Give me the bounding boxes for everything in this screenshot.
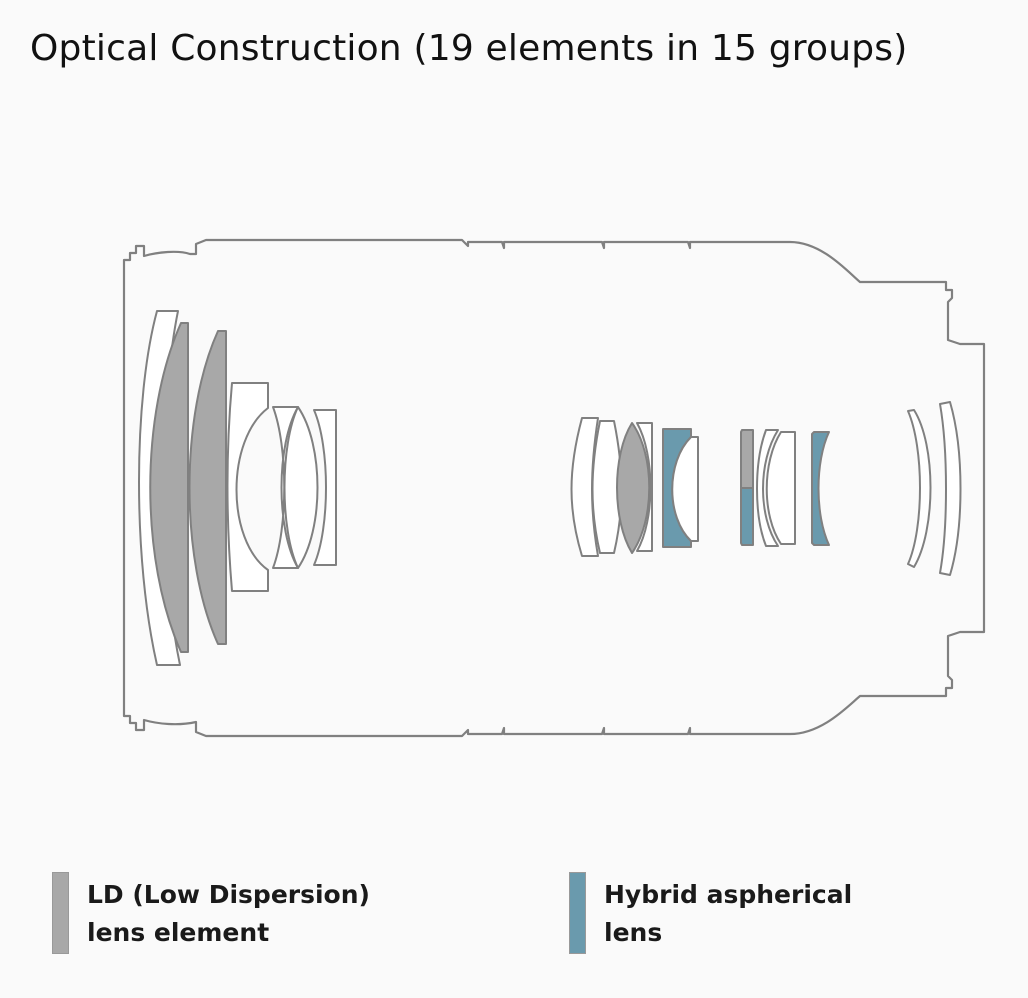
lens-element-16 bbox=[765, 431, 796, 545]
lens-element-10-ld bbox=[616, 422, 651, 554]
legend-swatch-ld bbox=[52, 872, 69, 954]
lens-element-2-ld bbox=[149, 322, 189, 653]
lens-element-18 bbox=[907, 409, 932, 568]
lens-element-4 bbox=[226, 382, 269, 592]
legend-label-ld-line2: lens element bbox=[87, 918, 270, 947]
lens-element-3-ld bbox=[188, 330, 227, 645]
lens-element-13 bbox=[671, 436, 699, 542]
lens-element-19 bbox=[939, 401, 962, 576]
lens-element-17-hybrid bbox=[811, 431, 830, 546]
lens-element-6 bbox=[283, 406, 319, 569]
legend-label-ld-line1: LD (Low Dispersion) bbox=[87, 880, 370, 909]
legend-label-hybrid: Hybrid aspherical lens bbox=[604, 876, 852, 952]
lens-element-7 bbox=[313, 409, 337, 566]
legend-label-hybrid-line1: Hybrid aspherical bbox=[604, 880, 853, 909]
lens-element-15 bbox=[756, 429, 779, 547]
legend-label-ld: LD (Low Dispersion) lens element bbox=[87, 876, 370, 952]
diagram-title: Optical Construction (19 elements in 15 … bbox=[30, 28, 908, 69]
lens-element-11 bbox=[636, 422, 653, 552]
lens-element-14-ld-hybrid-top bbox=[740, 429, 754, 489]
legend-swatch-hybrid bbox=[569, 872, 586, 954]
lens-element-8 bbox=[570, 417, 599, 557]
legend-label-hybrid-line2: lens bbox=[604, 918, 663, 947]
lens-barrel-outline bbox=[122, 238, 986, 738]
lens-element-14-ld-hybrid-bottom bbox=[740, 487, 754, 546]
